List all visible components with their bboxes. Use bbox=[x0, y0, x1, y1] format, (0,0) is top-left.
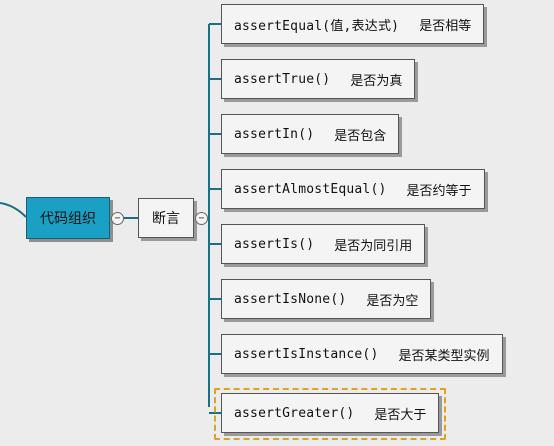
leaf-description: 是否为真 bbox=[350, 73, 403, 89]
leaf-node[interactable]: assertIs() 是否为同引用 bbox=[221, 224, 426, 264]
branch-node-label: 断言 bbox=[152, 211, 180, 227]
leaf-method-name: assertGreater() bbox=[234, 405, 355, 421]
branch-toggle-symbol: − bbox=[198, 212, 205, 224]
leaf-method-name: assertTrue() bbox=[234, 71, 331, 87]
leaf-description: 是否某类型实例 bbox=[398, 348, 490, 364]
leaf-method-name: assertIn() bbox=[234, 126, 315, 142]
leaf-description: 是否为同引用 bbox=[334, 238, 413, 254]
leaf-description: 是否包含 bbox=[334, 128, 387, 144]
leaf-node[interactable]: assertEqual(值,表达式) 是否相等 bbox=[221, 4, 485, 44]
selection-highlight bbox=[214, 388, 446, 440]
root-incoming-connector bbox=[0, 202, 27, 218]
root-node-label: 代码组织 bbox=[40, 211, 96, 227]
leaf-method-name: assertIsInstance() bbox=[234, 346, 379, 362]
leaf-node[interactable]: assertIsNone() 是否为空 bbox=[221, 279, 432, 319]
leaf-description: 是否约等于 bbox=[406, 183, 472, 199]
leaf-description: 是否相等 bbox=[419, 18, 472, 34]
leaf-method-name: assertIsNone() bbox=[234, 291, 347, 307]
branch-node-assertions[interactable]: 断言 bbox=[138, 198, 194, 238]
leaf-node-selected[interactable]: assertGreater() 是否大于 bbox=[221, 393, 440, 433]
leaf-node[interactable]: assertAlmostEqual() 是否约等于 bbox=[221, 169, 485, 209]
leaf-method-name: assertEqual(值,表达式) bbox=[234, 18, 400, 34]
leaf-method-name: assertAlmostEqual() bbox=[234, 181, 387, 197]
leaf-description: 是否大于 bbox=[374, 407, 427, 423]
root-toggle-symbol: − bbox=[114, 212, 121, 224]
leaf-node[interactable]: assertIsInstance() 是否某类型实例 bbox=[221, 334, 503, 374]
branch-collapse-toggle[interactable]: − bbox=[195, 212, 208, 225]
leaf-method-name: assertIs() bbox=[234, 236, 315, 252]
leaf-node[interactable]: assertIn() 是否包含 bbox=[221, 114, 400, 154]
leaf-description: 是否为空 bbox=[366, 293, 419, 309]
leaf-node[interactable]: assertTrue() 是否为真 bbox=[221, 59, 416, 99]
root-collapse-toggle[interactable]: − bbox=[111, 212, 124, 225]
root-node[interactable]: 代码组织 bbox=[26, 197, 110, 239]
